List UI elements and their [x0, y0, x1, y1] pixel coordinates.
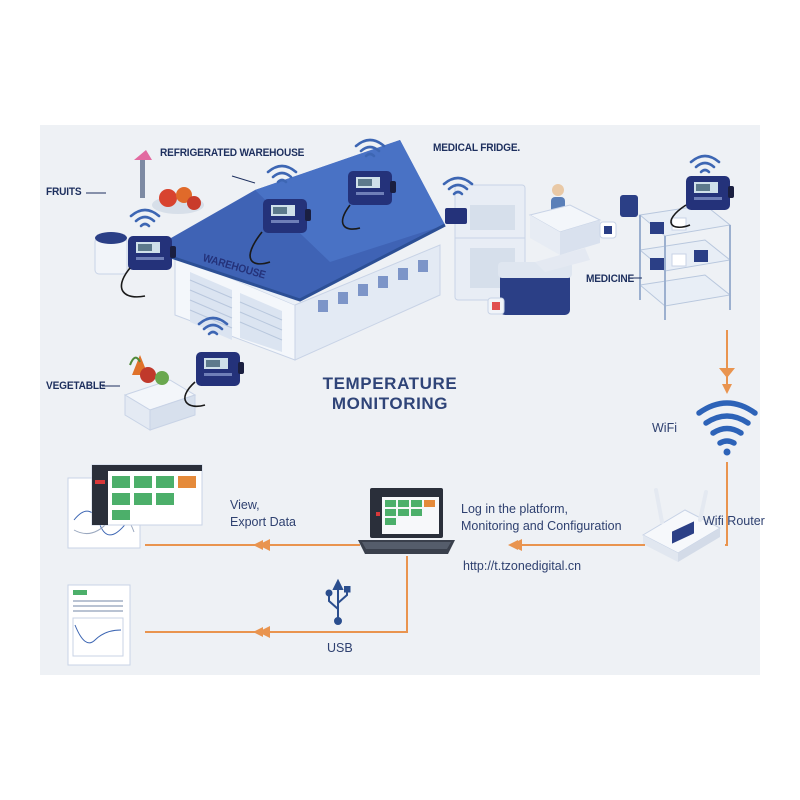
label-refrigerated-warehouse: REFRIGERATED WAREHOUSE	[160, 147, 305, 159]
main-title: TEMPERATURE MONITORING	[300, 374, 480, 414]
view-line-1: View,	[230, 498, 260, 512]
sensor-device-fruits	[120, 208, 176, 298]
label-medical-fridge: MEDICAL FRIDGE.	[433, 142, 521, 154]
sensor-device-medicine	[670, 154, 734, 229]
view-line-2: Export Data	[230, 515, 297, 529]
label-vegetable: VEGETABLE	[46, 380, 106, 392]
flow-arrow-heads	[258, 368, 735, 638]
sensor-device-vegetable	[184, 316, 244, 407]
sensor-device-warehouse-1	[249, 164, 311, 265]
fruits-illustration	[134, 150, 204, 214]
label-wifi: WiFi	[652, 421, 677, 435]
medicine-shelf	[599, 195, 732, 320]
label-usb: USB	[327, 641, 353, 655]
login-line-2: Monitoring and Configuration	[461, 519, 622, 533]
title-line-1: TEMPERATURE	[322, 374, 458, 393]
login-line-1: Log in the platform,	[461, 502, 569, 516]
label-fruits: FRUITS	[46, 186, 82, 198]
label-medicine: MEDICINE	[586, 273, 635, 285]
laptop	[358, 488, 455, 554]
sensor-device-warehouse-2	[341, 138, 396, 230]
vegetable-crate	[123, 355, 197, 431]
medicine-boxes-stack	[528, 204, 602, 255]
wifi-signal-icon	[696, 400, 758, 456]
platform-url: http://t.tzonedigital.cn	[463, 559, 582, 573]
medicine-cooler-box	[487, 248, 590, 315]
label-pointers	[86, 175, 642, 387]
label-wifi-router: Wifi Router	[703, 514, 765, 528]
flow-arrows	[145, 330, 732, 637]
pdf-report-thumbnail	[67, 584, 131, 666]
label-login: Log in the platform, Monitoring and Conf…	[461, 501, 622, 535]
title-line-2: MONITORING	[331, 394, 449, 413]
usb-icon	[325, 578, 351, 625]
wifi-router	[641, 488, 722, 562]
web-dashboard-screenshot	[67, 464, 203, 549]
label-view-export: View, Export Data	[230, 497, 296, 531]
container-cylinders	[94, 232, 128, 275]
